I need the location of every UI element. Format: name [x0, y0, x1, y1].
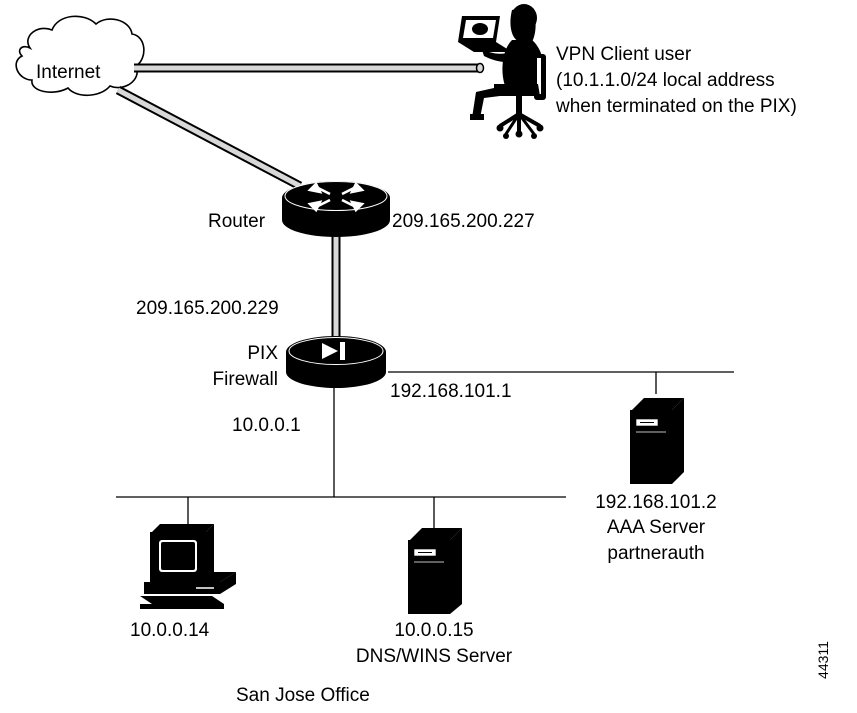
dmz-network-line: [388, 371, 734, 394]
aaa-server-hostname: partnerauth: [607, 543, 705, 564]
vpn-client-line-1: VPN Client user: [556, 44, 692, 65]
aaa-server-icon: [630, 398, 684, 484]
aaa-server-ip: 192.168.101.2: [595, 492, 717, 513]
inside-network-line: [116, 386, 566, 530]
router-icon: [282, 181, 390, 237]
pix-inside-ip: 10.0.0.1: [232, 415, 301, 436]
internet-cloud-icon: [15, 15, 145, 97]
site-caption: San Jose Office: [236, 685, 370, 706]
pix-outside-ip: 209.165.200.229: [136, 298, 279, 319]
router-label: Router: [208, 211, 266, 232]
figure-id: 44311: [815, 641, 831, 679]
internet-router-link: [115, 86, 303, 190]
internet-vpn-link: [134, 62, 485, 74]
dns-wins-server-icon: [408, 528, 462, 614]
aaa-server-role: AAA Server: [606, 517, 706, 538]
pix-label-line-1: PIX: [247, 343, 278, 364]
router-outside-ip: 209.165.200.227: [392, 211, 535, 232]
vpn-client-line-2: (10.1.1.0/24 local address: [556, 70, 775, 91]
vpn-client-line-3: when terminated on the PIX): [556, 96, 797, 117]
dns-server-ip: 10.0.0.15: [394, 620, 474, 641]
internet-label: Internet: [36, 62, 101, 83]
workstation-ip: 10.0.0.14: [130, 620, 210, 641]
vpn-client-user-icon: [458, 4, 546, 139]
dns-server-role: DNS/WINS Server: [355, 646, 513, 667]
pix-dmz-ip: 192.168.101.1: [390, 381, 512, 402]
pix-label-line-2: Firewall: [212, 369, 278, 390]
workstation-pc-icon: [140, 524, 236, 609]
pix-firewall-icon: [286, 336, 386, 388]
